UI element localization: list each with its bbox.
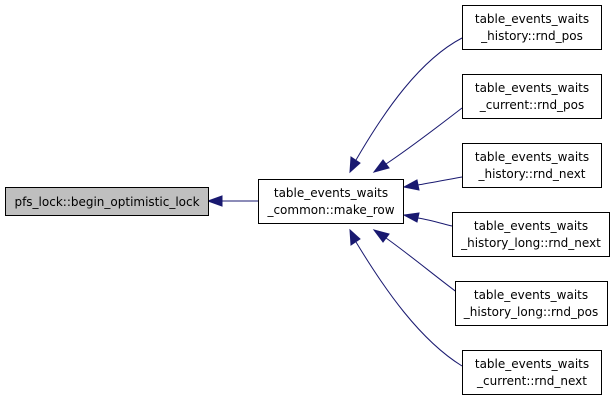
node-current-rnd-next[interactable]: table_events_waits _current::rnd_next [462,350,602,395]
node-history-rnd-next-label-line-1: table_events_waits [475,150,589,164]
edge-history-long-rnd-next-to-make-row [402,212,453,227]
edge-current-rnd-next-to-make-row [349,228,463,367]
node-history-long-rnd-next-label-line-2: _history_long::rnd_next [460,236,601,250]
node-history-rnd-pos-label-line-1: table_events_waits [475,12,589,26]
node-history-rnd-next[interactable]: table_events_waits _history::rnd_next [462,143,602,188]
node-begin-optimistic-lock-label: pfs_lock::begin_optimistic_lock [14,195,199,209]
node-history-long-rnd-next-label-line-1: table_events_waits [474,219,588,233]
node-history-long-rnd-next[interactable]: table_events_waits _history_long::rnd_ne… [452,212,610,257]
node-current-rnd-pos-label-line-2: _current::rnd_pos [479,98,585,112]
node-current-rnd-next-label-line-2: _current::rnd_next [476,374,587,388]
node-current-rnd-pos-label-line-1: table_events_waits [475,81,589,95]
node-make-row[interactable]: table_events_waits _common::make_row [258,179,404,224]
edge-make-row-to-begin-optimistic-lock [206,195,258,207]
edge-history-rnd-pos-to-make-row [349,37,463,174]
edge-history-rnd-next-to-make-row [402,176,463,191]
node-begin-optimistic-lock[interactable]: pfs_lock::begin_optimistic_lock [5,187,209,216]
node-history-rnd-pos-label-line-2: _history::rnd_pos [480,29,583,43]
node-current-rnd-pos[interactable]: table_events_waits _current::rnd_pos [462,74,602,119]
node-history-rnd-next-label-line-2: _history::rnd_next [477,167,585,181]
node-make-row-label-line-1: table_events_waits [274,186,388,200]
node-make-row-label-line-2: _common::make_row [266,203,394,217]
node-current-rnd-next-label-line-1: table_events_waits [475,357,589,371]
edge-current-rnd-pos-to-make-row [372,107,463,173]
node-history-long-rnd-pos-label-line-2: _history_long::rnd_pos [463,305,598,319]
node-history-long-rnd-pos[interactable]: table_events_waits _history_long::rnd_po… [455,281,608,326]
node-history-long-rnd-pos-label-line-1: table_events_waits [474,288,588,302]
edge-history-long-rnd-pos-to-make-row [372,229,463,297]
node-history-rnd-pos[interactable]: table_events_waits _history::rnd_pos [462,5,602,50]
